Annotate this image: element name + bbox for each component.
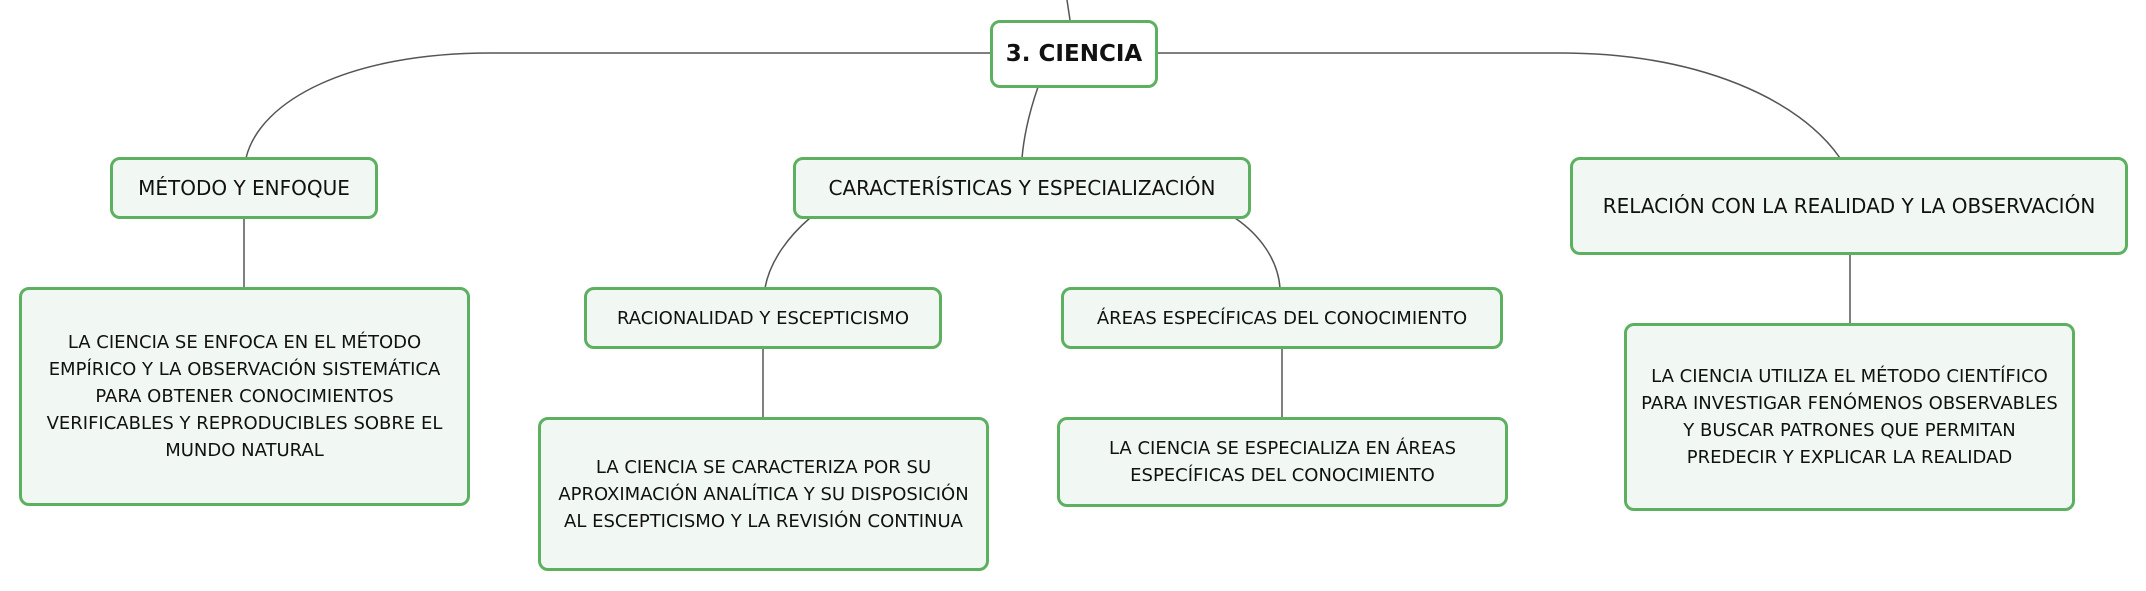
- description-node-racionalidad[interactable]: LA CIENCIA SE CARACTERIZA POR SU APROXIM…: [538, 417, 989, 571]
- branch-node-metodo[interactable]: MÉTODO Y ENFOQUE: [110, 157, 378, 219]
- connector-caracteristicas-to-areas: [1234, 217, 1281, 289]
- connector-root-to-metodo: [245, 52, 990, 159]
- branch-node-caracteristicas[interactable]: CARACTERÍSTICAS Y ESPECIALIZACIÓN: [793, 157, 1251, 219]
- description-text: LA CIENCIA UTILIZA EL MÉTODO CIENTÍFICO …: [1641, 366, 2058, 468]
- root-node[interactable]: 3. CIENCIA: [990, 20, 1158, 88]
- connector-caracteristicas-to-racionalidad: [764, 217, 811, 289]
- description-text: LA CIENCIA SE ESPECIALIZA EN ÁREAS ESPEC…: [1108, 438, 1457, 486]
- connector-root-to-relacion: [1156, 52, 1841, 159]
- root-node-label: 3. CIENCIA: [1005, 41, 1143, 67]
- subbranch-node-racionalidad[interactable]: RACIONALIDAD Y ESCEPTICISMO: [584, 287, 942, 349]
- description-node-metodo[interactable]: LA CIENCIA SE ENFOCA EN EL MÉTODO EMPÍRI…: [19, 287, 470, 506]
- subbranch-node-label: ÁREAS ESPECÍFICAS DEL CONOCIMIENTO: [1096, 307, 1468, 329]
- branch-node-label: MÉTODO Y ENFOQUE: [138, 176, 350, 200]
- connector-root-to-caracteristicas: [1021, 86, 1039, 159]
- branch-node-relacion[interactable]: RELACIÓN CON LA REALIDAD Y LA OBSERVACIÓ…: [1570, 157, 2128, 255]
- description-node-relacion[interactable]: LA CIENCIA UTILIZA EL MÉTODO CIENTÍFICO …: [1624, 323, 2075, 511]
- description-text: LA CIENCIA SE CARACTERIZA POR SU APROXIM…: [558, 456, 969, 532]
- branch-node-label: RELACIÓN CON LA REALIDAD Y LA OBSERVACIÓ…: [1602, 194, 2096, 218]
- description-node-areas[interactable]: LA CIENCIA SE ESPECIALIZA EN ÁREAS ESPEC…: [1057, 417, 1508, 507]
- connector-parent-root: [1066, 0, 1071, 21]
- subbranch-node-label: RACIONALIDAD Y ESCEPTICISMO: [617, 307, 909, 329]
- branch-node-label: CARACTERÍSTICAS Y ESPECIALIZACIÓN: [828, 176, 1216, 200]
- subbranch-node-areas[interactable]: ÁREAS ESPECÍFICAS DEL CONOCIMIENTO: [1061, 287, 1503, 349]
- description-text: LA CIENCIA SE ENFOCA EN EL MÉTODO EMPÍRI…: [46, 332, 443, 461]
